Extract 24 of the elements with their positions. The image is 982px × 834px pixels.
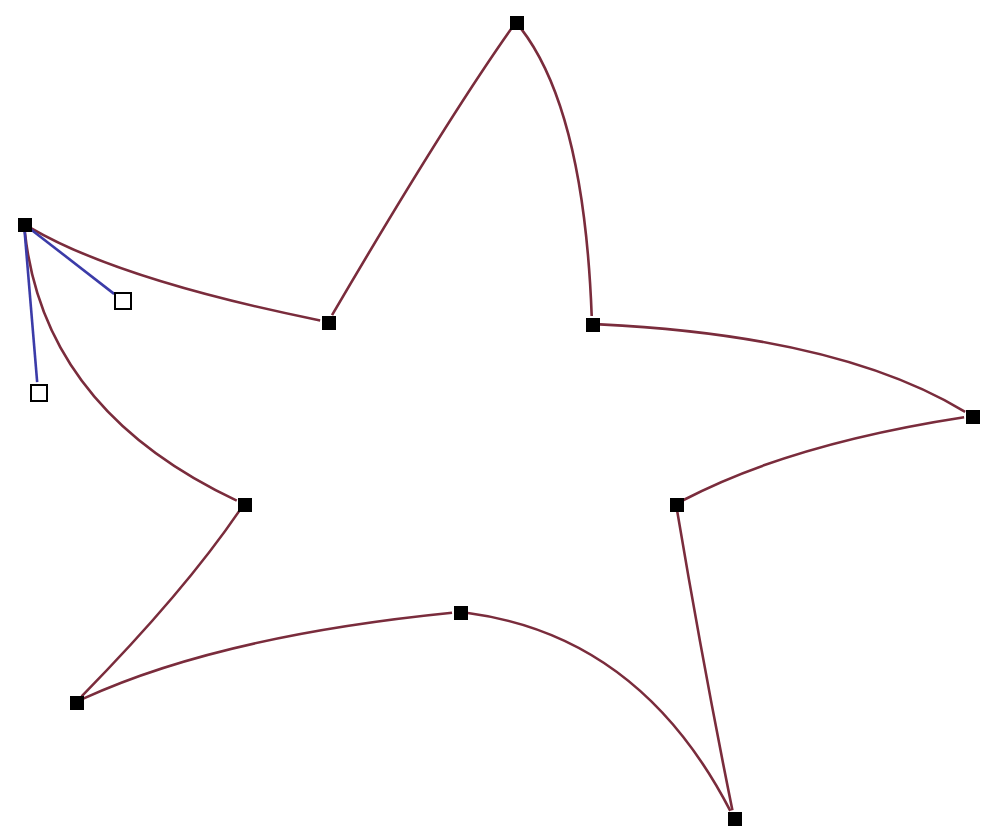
anchor-point — [669, 497, 683, 511]
curve-segment — [467, 611, 732, 812]
curve-segment — [330, 27, 513, 316]
curve-segment — [676, 511, 734, 811]
anchor-point — [727, 811, 741, 825]
handle-line — [23, 231, 39, 383]
handle-line — [29, 227, 115, 295]
anchor-point — [965, 409, 979, 423]
curve-segment — [23, 231, 238, 502]
handle-point — [29, 383, 47, 401]
anchor-point — [17, 217, 31, 231]
anchor-point — [237, 497, 251, 511]
curve-segment — [519, 27, 593, 317]
curve-segment — [80, 509, 241, 698]
anchor-point — [321, 315, 335, 329]
curve-segment — [682, 415, 965, 502]
curve-segment — [30, 226, 321, 322]
curve-segment — [82, 611, 453, 700]
anchor-point — [453, 605, 467, 619]
anchor-point — [509, 15, 523, 29]
handle-point — [113, 291, 131, 309]
anchor-point — [585, 317, 599, 331]
anchor-point — [69, 695, 83, 709]
curve-segment — [599, 323, 966, 413]
